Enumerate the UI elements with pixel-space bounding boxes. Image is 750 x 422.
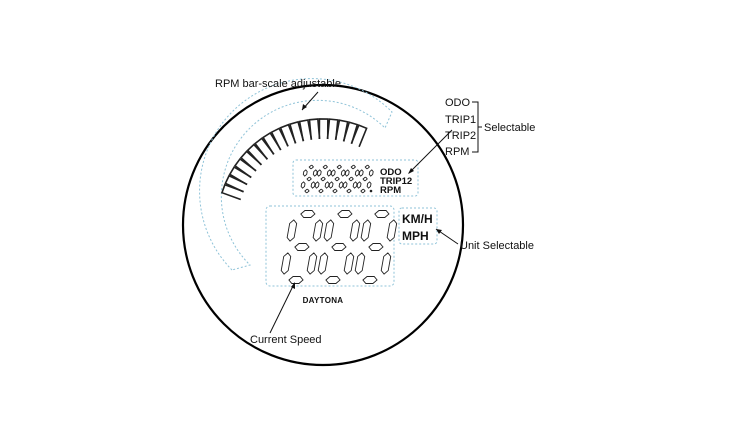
odometer-digit-1 [300,164,318,194]
selectable-trip1: TRIP1 [445,114,476,126]
seg-lower-right [324,181,330,189]
seg-upper-left [330,169,336,177]
seg-middle [331,243,347,251]
seg-lower-left [354,252,366,275]
seg-top [322,164,329,170]
callout-selectable-arrowhead [408,168,414,174]
unit-mph: MPH [402,229,429,243]
unit-zone [398,207,438,245]
indicator-trip12: TRIP12 [380,176,412,187]
seg-top [308,164,315,170]
rpm-segment-18 [350,124,368,148]
seg-bottom [332,188,338,194]
seg-upper-left [286,219,298,242]
seg-top [300,210,316,218]
callout-selectable-leader [408,129,453,174]
seg-middle [320,176,326,182]
seg-middle [306,176,312,182]
seg-top [374,210,390,218]
seg-lower-left [314,181,320,189]
callout-unit-arrowhead [436,229,442,234]
seg-upper-left [316,169,322,177]
odometer-digits [300,164,374,194]
seg-upper-left [344,169,350,177]
selectable-rpm: RPM [445,146,469,158]
callout-speed-arrowhead [291,282,295,289]
seg-lower-right [310,181,316,189]
seg-upper-right [340,169,346,177]
seg-bottom [288,276,304,284]
speed-digit-2 [317,210,361,284]
odometer-decimal-point [369,189,373,193]
seg-lower-left [356,181,362,189]
seg-upper-right [368,169,374,177]
seg-lower-left [280,252,292,275]
seg-lower-right [352,181,358,189]
rpm-bar-scale [220,118,368,201]
seg-top [350,164,357,170]
seg-bottom [362,276,378,284]
seg-lower-right [380,252,392,275]
seg-middle [348,176,354,182]
seg-bottom [325,276,341,284]
seg-upper-right [349,219,361,242]
seg-bottom [346,188,352,194]
odometer-digit-3 [328,164,346,194]
seg-upper-right [386,219,398,242]
callout-speed-leader [269,283,295,334]
seg-lower-right [338,181,344,189]
speed-zone [265,205,395,287]
callout-rpm-arrowhead [302,104,307,110]
speed-digits [280,210,398,284]
odometer-digit-5 [356,164,374,194]
seg-upper-left [360,219,372,242]
seg-top [364,164,371,170]
seg-lower-right [306,252,318,275]
indicator-rpm: RPM [380,185,401,196]
seg-lower-right [366,181,372,189]
seg-middle [368,243,384,251]
selectable-bracket [472,101,482,153]
seg-upper-left [358,169,364,177]
seg-lower-right [343,252,355,275]
seg-upper-right [312,169,318,177]
indicator-odo: ODO [380,167,402,178]
callout-current-speed: Current Speed [250,334,322,346]
seg-upper-right [312,219,324,242]
rpm-bar-zone [199,78,393,271]
seg-lower-left [328,181,334,189]
seg-upper-left [302,169,308,177]
seg-top [337,210,353,218]
seg-lower-left [342,181,348,189]
selectable-trip2: TRIP2 [445,130,476,142]
seg-bottom [318,188,324,194]
brand-logo: DAYTONA [303,296,344,305]
selectable-odo: ODO [445,97,471,109]
seg-top [336,164,343,170]
seg-bottom [360,188,366,194]
seg-middle [294,243,310,251]
seg-lower-left [317,252,329,275]
odometer-digit-2 [314,164,332,194]
odometer-digit-4 [342,164,360,194]
callout-selectable: Selectable [484,122,535,134]
seg-lower-left [300,181,306,189]
callout-unit-selectable: Unit Selectable [460,240,534,252]
speed-digit-3 [354,210,398,284]
seg-middle [334,176,340,182]
seg-upper-left [323,219,335,242]
seg-upper-right [354,169,360,177]
callout-rpm-bar: RPM bar-scale adjustable [215,78,341,90]
unit-kmh: KM/H [402,212,433,226]
seg-upper-right [326,169,332,177]
odometer-zone [292,159,419,197]
seg-bottom [304,188,310,194]
seg-middle [362,176,368,182]
speed-digit-1 [280,210,324,284]
